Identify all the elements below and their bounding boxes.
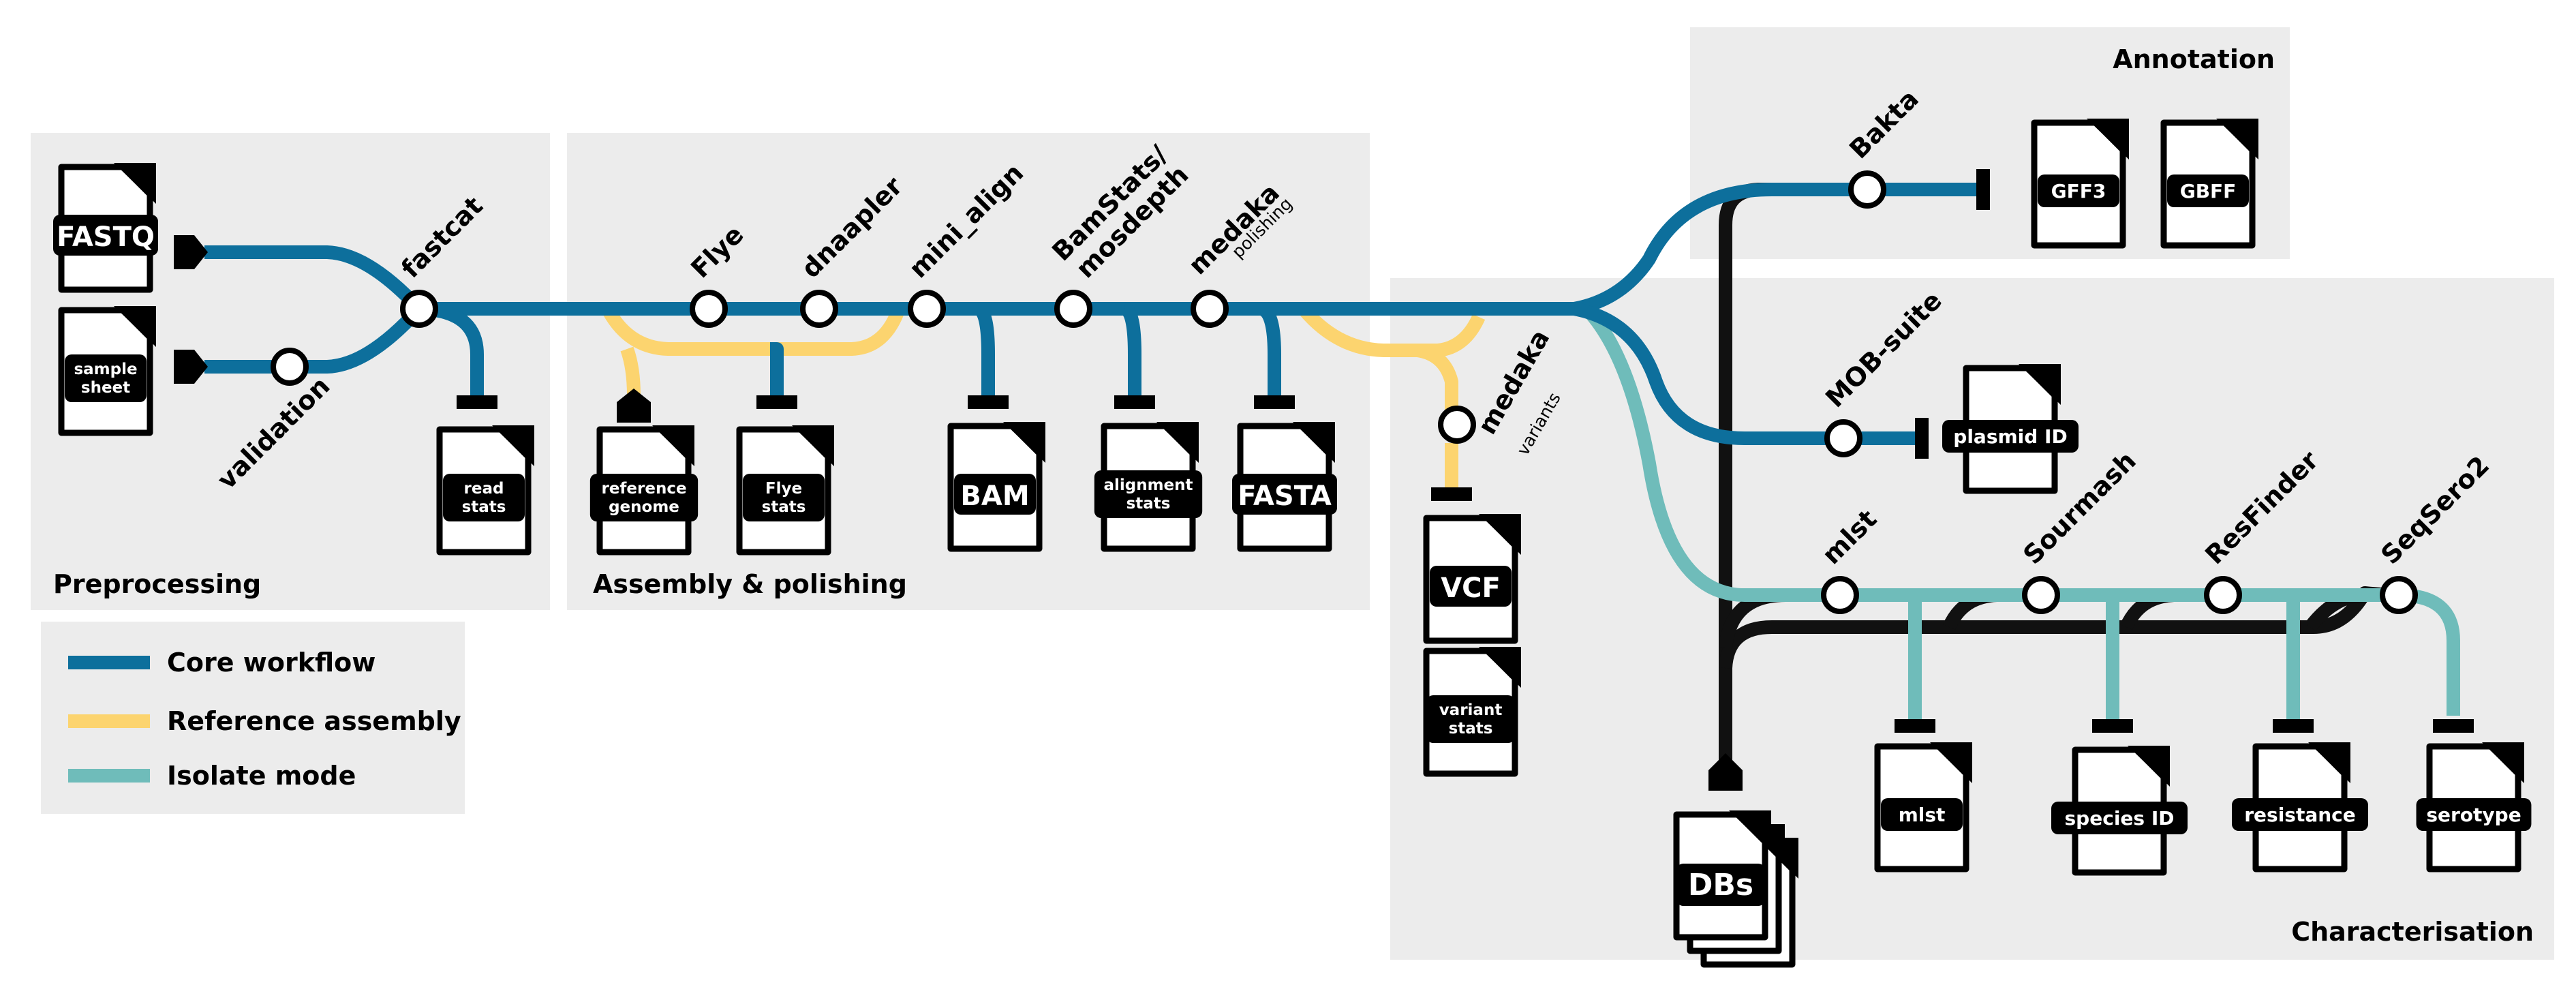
- node-fastcat: [400, 290, 438, 328]
- file-label-box: [954, 474, 1036, 515]
- file-label-text: FASTQ: [57, 222, 155, 253]
- node-mlst: [1821, 576, 1859, 614]
- file-label-text: read: [464, 480, 504, 498]
- section-title-annotation: Annotation: [2113, 44, 2275, 74]
- node-medaka-variants: [1438, 406, 1476, 444]
- file-label-box: [1942, 420, 2079, 453]
- file-label-text: FASTA: [1238, 481, 1332, 512]
- file-icon-resistance: resistance: [2232, 742, 2368, 869]
- file-label-text: stats: [762, 498, 806, 516]
- file-label-text: species ID: [2065, 807, 2175, 830]
- file-icon-mlst: mlst: [1877, 742, 1972, 869]
- file-label-box: [65, 354, 147, 402]
- node-validation: [271, 348, 309, 386]
- process-nodes: [271, 170, 2418, 614]
- file-label-box: [53, 215, 158, 256]
- file-label-text: plasmid ID: [1953, 425, 2067, 448]
- file-icon-species-id: species ID: [2051, 746, 2188, 872]
- file-label-box: [2038, 174, 2119, 207]
- file-label-text: GFF3: [2051, 180, 2106, 202]
- section-title-preprocessing: Preprocessing: [53, 569, 261, 599]
- file-label-text: sheet: [81, 379, 130, 397]
- file-label-text: VCF: [1441, 573, 1501, 604]
- file-label-text: variant: [1439, 701, 1503, 719]
- file-label-text: sample: [74, 361, 137, 378]
- node-dnaapler: [800, 290, 838, 328]
- file-icon-dbs: DBs: [1676, 810, 1771, 937]
- file-label-box: [1426, 695, 1515, 743]
- node-flye: [690, 290, 728, 328]
- node-seqsero2: [2380, 576, 2418, 614]
- node-sourmash: [2022, 576, 2060, 614]
- legend-label-reference: Reference assembly: [167, 706, 461, 736]
- file-label-text: alignment: [1103, 476, 1193, 494]
- section-title-characterisation: Characterisation: [2291, 917, 2534, 947]
- legend-label-core: Core workflow: [167, 648, 375, 678]
- file-icon-gbff: GBFF: [2164, 119, 2258, 245]
- file-label-text: serotype: [2426, 804, 2521, 826]
- section-title-assembly: Assembly & polishing: [593, 569, 907, 599]
- output-files: FASTQsamplesheetreadstatsreferencegenome…: [53, 119, 2532, 965]
- file-icon-serotype: serotype: [2416, 742, 2532, 869]
- node-mini-align: [908, 290, 946, 328]
- node-bakta: [1848, 170, 1886, 209]
- file-label-box: [1430, 566, 1512, 607]
- file-label-text: DBs: [1688, 868, 1753, 902]
- file-label-box: [2232, 798, 2368, 831]
- file-icon-gff3: GFF3: [2034, 119, 2129, 245]
- file-label-text: genome: [609, 498, 679, 516]
- file-label-text: mlst: [1899, 804, 1946, 826]
- node-bamstats: [1054, 290, 1092, 328]
- file-label-box: [1881, 798, 1963, 831]
- file-label-box: [589, 474, 699, 521]
- file-label-text: BAM: [960, 481, 1029, 512]
- file-label-text: resistance: [2244, 804, 2356, 826]
- file-label-box: [1232, 474, 1337, 515]
- file-label-box: [1676, 864, 1765, 906]
- file-icon-vcf: VCF: [1426, 514, 1521, 641]
- file-label-box: [2051, 802, 2188, 834]
- file-label-text: stats: [462, 498, 506, 516]
- file-label-box: [743, 474, 825, 521]
- file-label-text: stats: [1449, 720, 1493, 738]
- file-label-box: [1094, 470, 1203, 518]
- file-label-box: [2416, 798, 2532, 831]
- core-lines: [204, 183, 1990, 445]
- file-icon-plasmid-id: plasmid ID: [1942, 364, 2079, 491]
- node-mob-suite: [1824, 419, 1862, 457]
- file-label-text: Flye: [765, 480, 802, 498]
- file-label-text: stats: [1126, 495, 1171, 513]
- file-label-box: [443, 474, 525, 521]
- isolate-lines: [1582, 305, 2460, 723]
- node-resfinder: [2204, 576, 2242, 614]
- file-label-text: reference: [601, 480, 686, 498]
- node-medaka-polishing: [1191, 290, 1229, 328]
- line-end-caps: [174, 169, 2474, 791]
- file-icon-fasta: FASTA: [1232, 422, 1337, 549]
- file-icon-fastq: FASTQ: [53, 163, 158, 290]
- file-label-box: [2167, 174, 2249, 207]
- legend: Core workflow Reference assembly Isolate…: [68, 648, 461, 791]
- legend-label-isolate: Isolate mode: [167, 761, 356, 791]
- file-label-text: GBFF: [2180, 180, 2237, 202]
- file-icon-bam: BAM: [951, 422, 1045, 549]
